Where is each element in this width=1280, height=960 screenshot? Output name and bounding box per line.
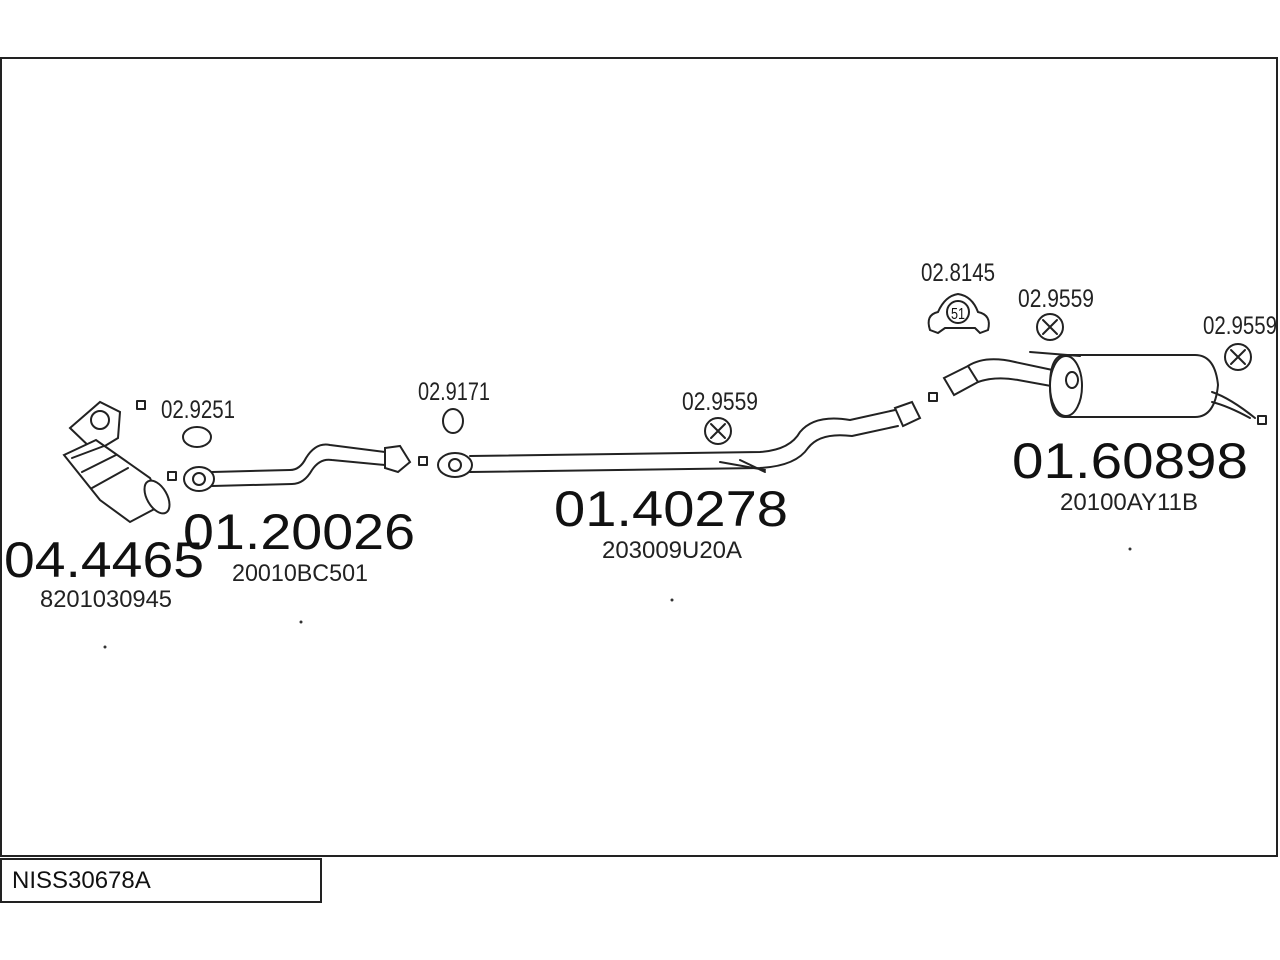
front-pipe-drawing[interactable]	[183, 443, 428, 492]
accessory-code: 02.9559	[682, 388, 758, 416]
part-oem-number: 20100AY11B	[1060, 489, 1198, 516]
accessory-code: 02.8145	[921, 259, 995, 287]
accessory-code: 02.9559	[1203, 312, 1277, 340]
part-article-number: 01.20026	[183, 504, 415, 560]
diagram-frame	[0, 57, 1278, 857]
accessory-code: 02.9251	[161, 396, 235, 424]
hanger-bracket-icon[interactable]	[927, 292, 990, 335]
part-article-number: 04.4465	[4, 532, 204, 588]
rubber-mount-icon[interactable]	[704, 417, 732, 445]
part-article-number: 01.60898	[1012, 433, 1248, 489]
mid-pipe-drawing[interactable]	[437, 392, 938, 478]
rubber-mount-icon[interactable]	[1224, 343, 1252, 371]
diagram-reference: NISS30678A	[12, 867, 151, 894]
part-oem-number: 20010BC501	[232, 560, 368, 587]
accessory-code: 02.9171	[418, 378, 490, 406]
rubber-mount-icon[interactable]	[1036, 313, 1064, 341]
rear-box-drawing[interactable]	[942, 351, 1267, 425]
accessory-code: 02.9559	[1018, 285, 1094, 313]
diagram-reference-box: NISS30678A	[0, 858, 322, 903]
part-article-number: 01.40278	[554, 481, 788, 537]
ring-gasket-icon[interactable]	[442, 408, 464, 434]
gasket-icon[interactable]	[182, 426, 212, 448]
accessory-badge: 51	[951, 306, 965, 323]
catalyst-drawing[interactable]	[62, 400, 177, 524]
part-oem-number: 203009U20A	[602, 537, 742, 564]
part-oem-number: 8201030945	[40, 586, 172, 613]
